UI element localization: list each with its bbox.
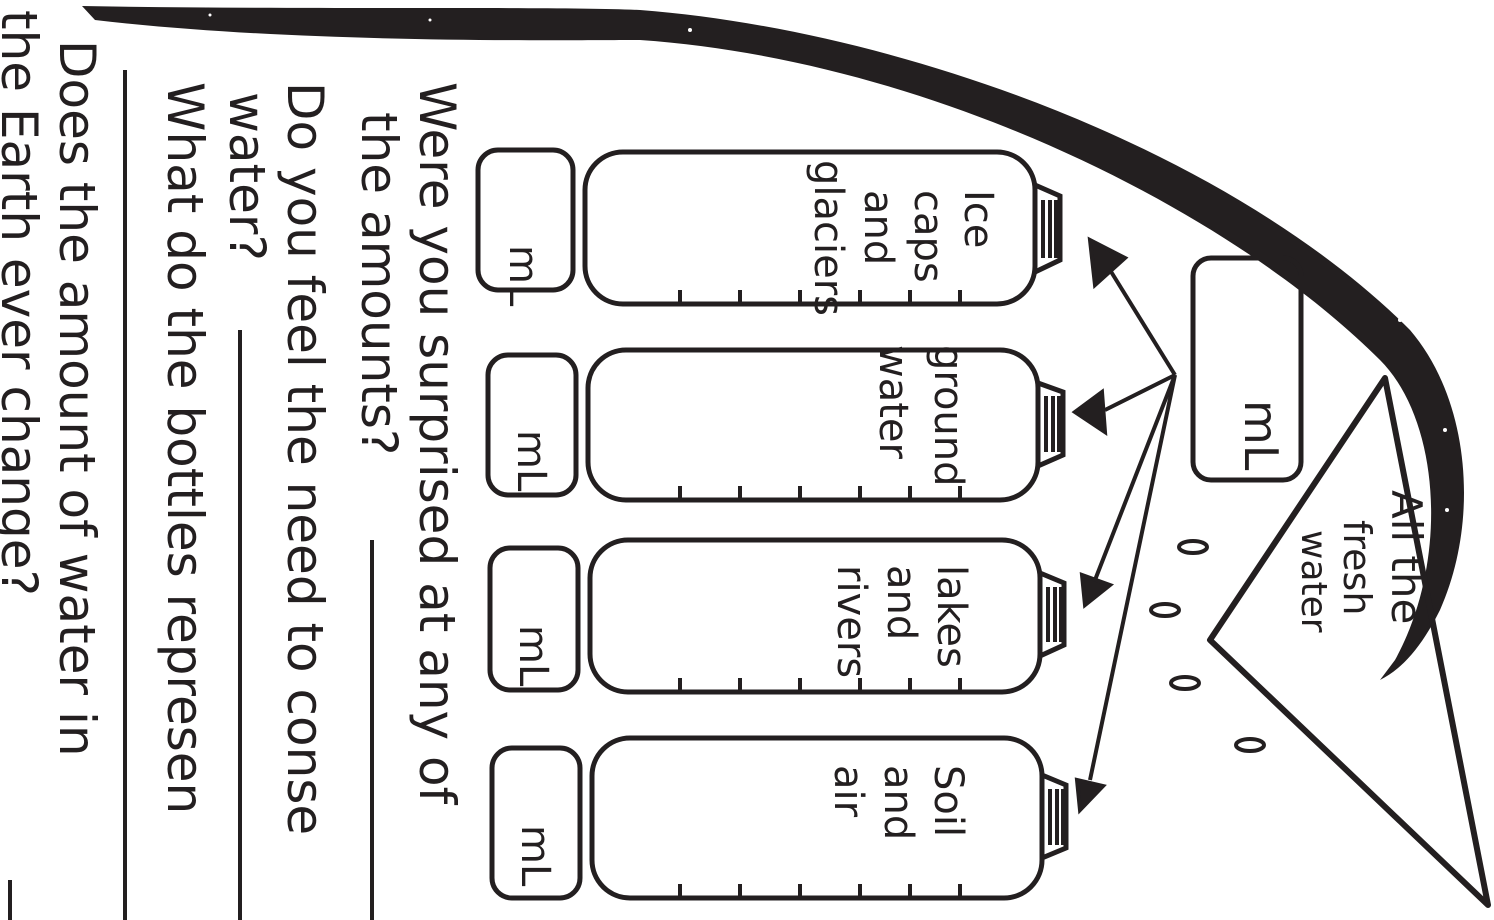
- fresh-water-amount-unit: mL: [1234, 400, 1288, 471]
- bottle-ground-label-2: water: [870, 345, 916, 460]
- question-2-line-1: Do you feel the need to conse: [276, 82, 334, 835]
- bottle-soil-amount-box[interactable]: [489, 745, 583, 901]
- question-2-line-2: water?: [218, 92, 276, 261]
- triangle-label: All the fresh water: [1293, 490, 1431, 633]
- question-4-line-1: Does the amount of water in: [48, 40, 106, 757]
- bottle-ice-amount-box[interactable]: [475, 147, 576, 293]
- question-3-line-1: What do the bottles represen: [156, 82, 214, 814]
- bottle-soil-air: Soil and air: [589, 735, 1069, 901]
- answer-lines: [8, 70, 374, 920]
- question-block: Were you surprised at any of the amounts…: [0, 10, 466, 835]
- bottle-lakes-rivers: lakes and rivers: [587, 537, 1067, 695]
- distribution-arrows: [1071, 236, 1177, 815]
- arrow-speckles: [208, 13, 1449, 512]
- bottle-soil-label-1: Soil: [925, 765, 971, 837]
- bottle-lakes-label-2: and: [878, 565, 924, 640]
- curved-arrow: [82, 6, 1464, 680]
- question-1-line-2: the amounts?: [350, 112, 408, 455]
- bottle-soil-amount-unit: mL: [512, 825, 558, 887]
- bottle-ground-amount-box[interactable]: [485, 352, 579, 498]
- triangle-label-line-1: All the: [1382, 490, 1431, 624]
- triangle-label-line-2: fresh: [1335, 520, 1379, 615]
- triangle-label-line-3: water: [1293, 530, 1334, 633]
- question-4-line-2: the Earth ever change?: [0, 10, 48, 596]
- bottle-ice-label-1: Ice: [955, 190, 1001, 248]
- bottle-ice-label-3: and: [855, 190, 901, 265]
- fresh-water-triangle: [1207, 375, 1491, 908]
- bottle-soil-label-2: and: [875, 765, 921, 840]
- bottle-soil-label-3: air: [825, 765, 871, 818]
- water-drops: [1149, 539, 1266, 753]
- bottle-lakes-amount-unit: mL: [510, 625, 556, 687]
- bottle-ground-amount-unit: mL: [508, 430, 554, 492]
- bottle-ice-amount-unit: mL: [500, 245, 546, 307]
- fresh-water-amount-box[interactable]: [1190, 255, 1304, 483]
- bottle-ice-caps: Ice caps and glaciers: [582, 149, 1063, 316]
- bottle-lakes-amount-box[interactable]: [487, 545, 581, 693]
- bottle-ground-water: ground water: [585, 345, 1066, 503]
- bottle-lakes-label-3: rivers: [828, 565, 874, 678]
- bottle-ice-label-2: caps: [905, 190, 951, 283]
- bottle-ground-label-1: ground: [925, 345, 971, 487]
- bottle-ice-label-4: glaciers: [805, 160, 851, 316]
- question-1-line-1: Were you surprised at any of: [408, 82, 466, 806]
- bottle-lakes-label-1: lakes: [928, 565, 974, 668]
